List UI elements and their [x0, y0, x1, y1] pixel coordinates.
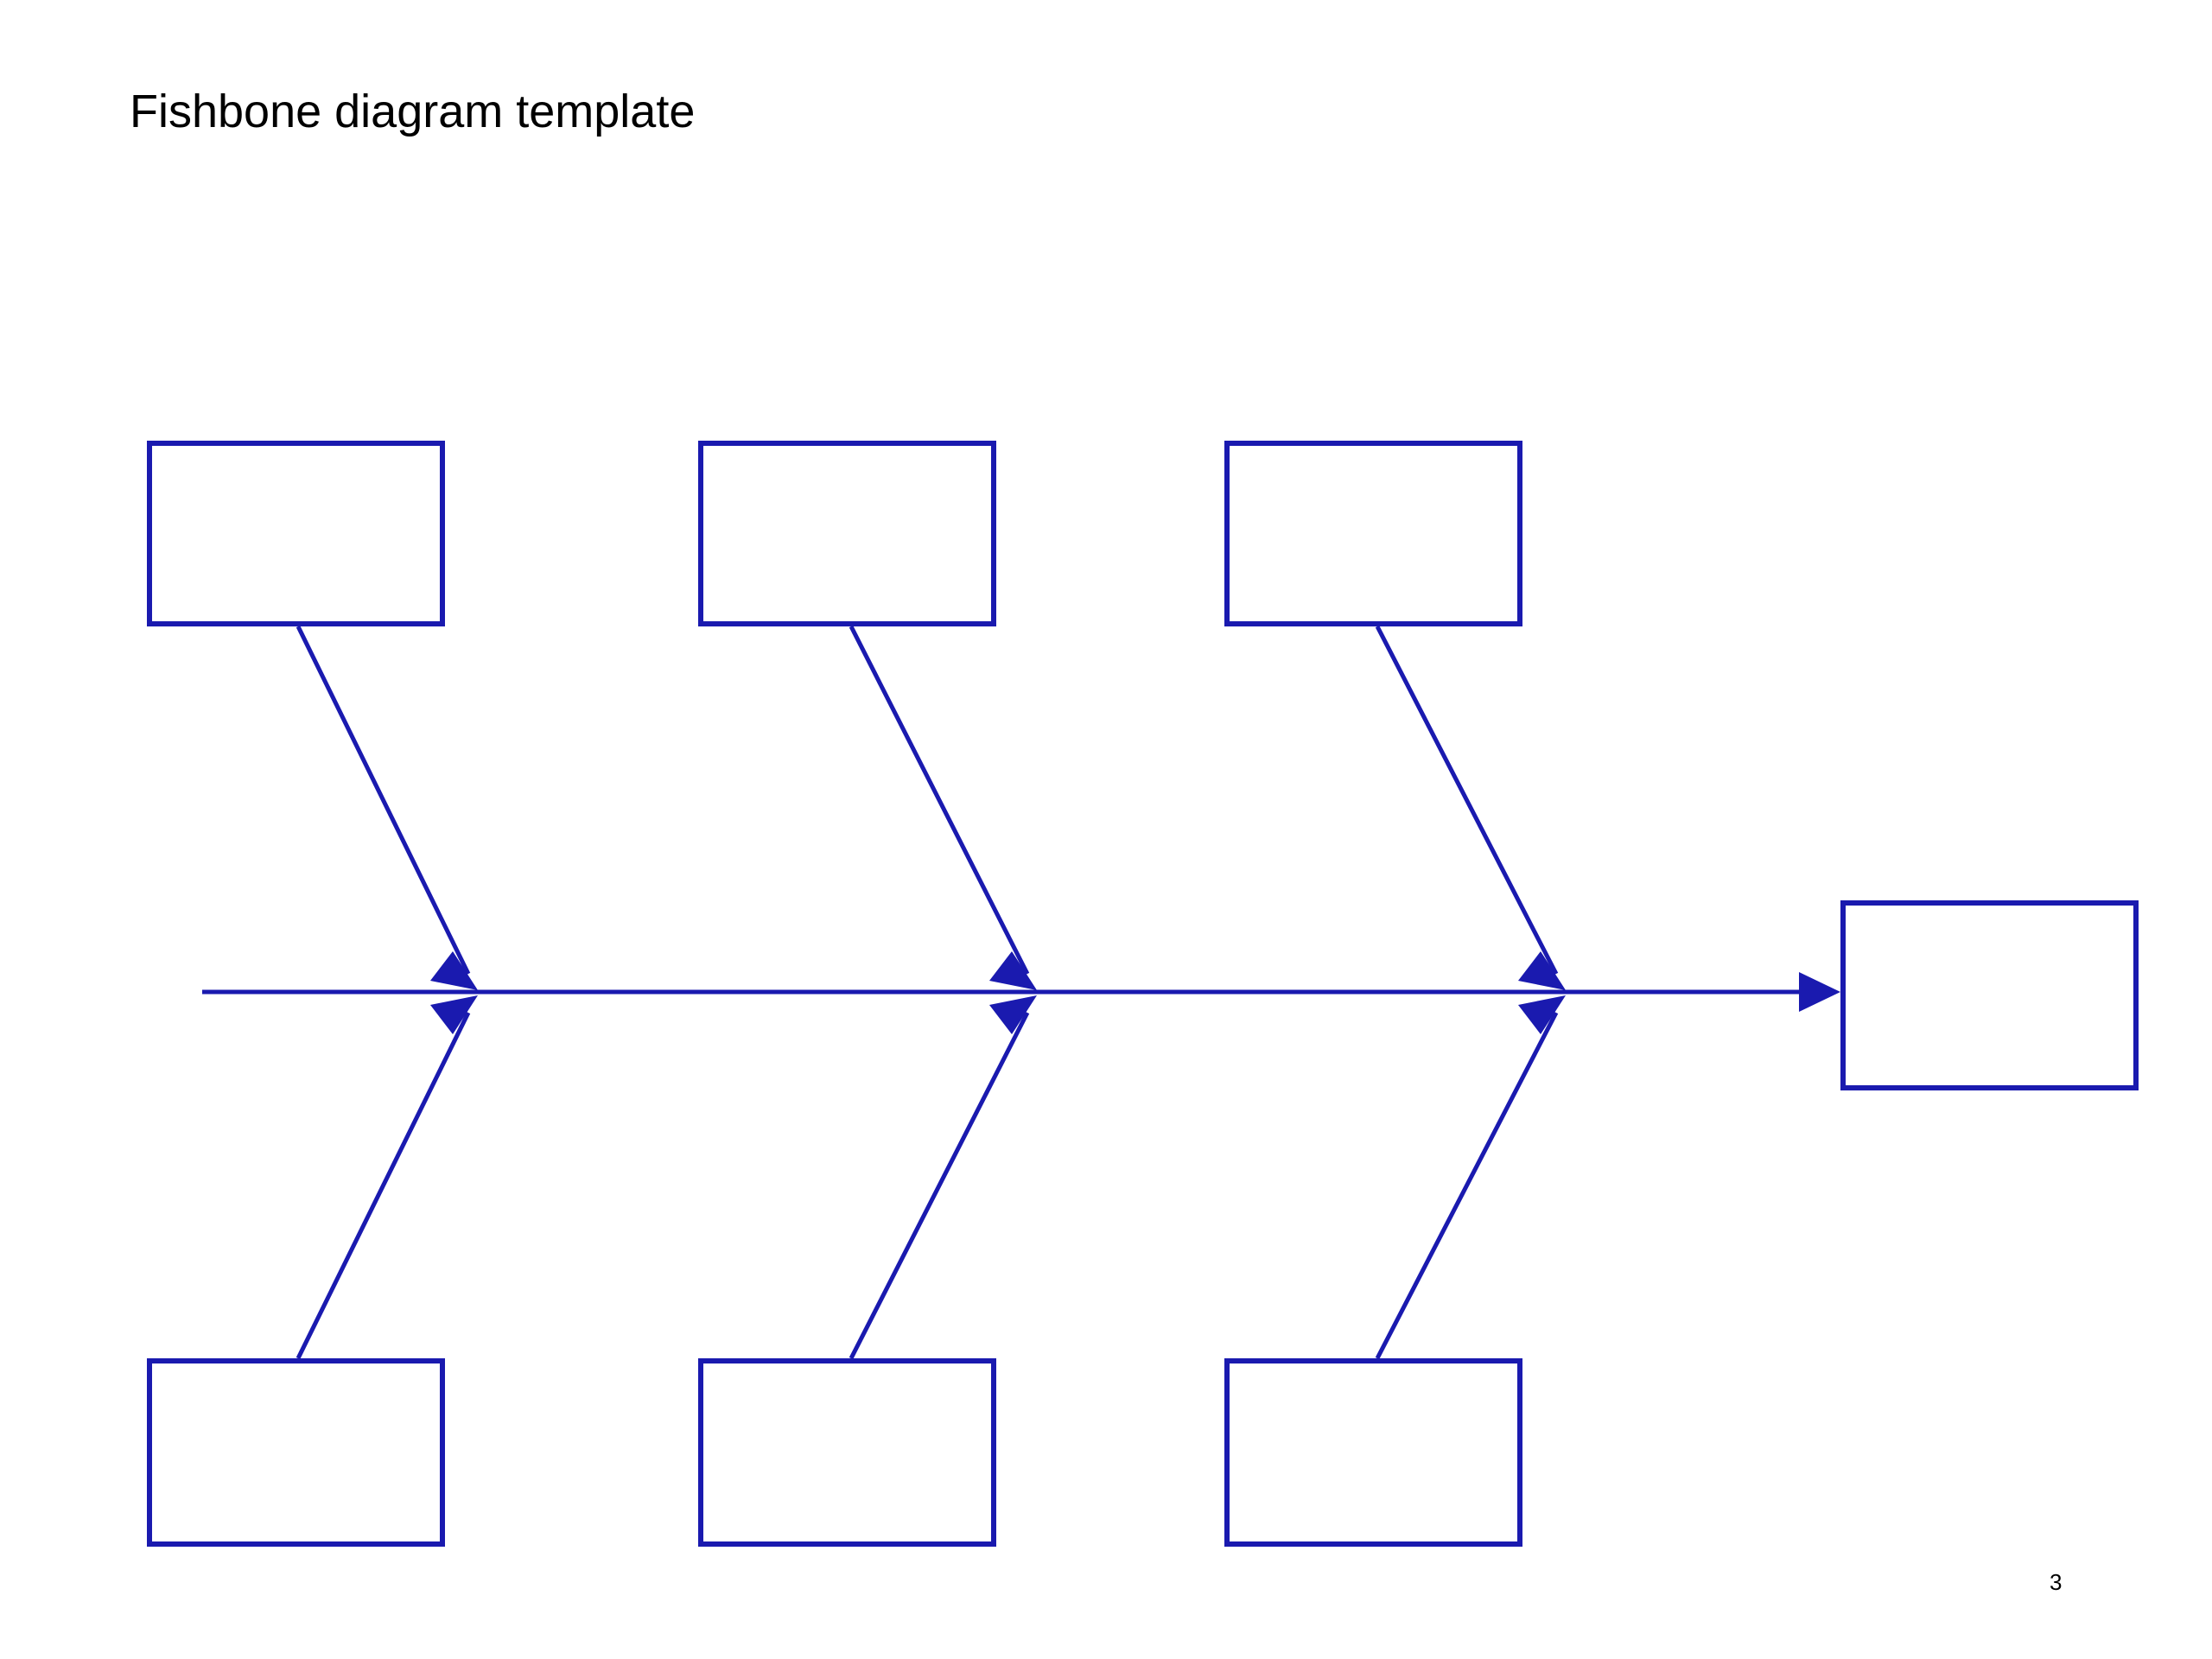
category-box-bottom-1[interactable]	[147, 1358, 445, 1547]
page-number: 3	[2050, 1569, 2063, 1595]
stem-top-3-arrowhead-icon	[1518, 951, 1566, 990]
category-box-top-1[interactable]	[147, 441, 445, 626]
stem-top-3	[1375, 625, 1566, 990]
stem-bottom-3-arrowhead-icon	[1518, 995, 1566, 1034]
stem-bottom-1-arrowhead-icon	[430, 995, 478, 1034]
stem-bottom-2-arrowhead-icon	[989, 995, 1037, 1034]
stem-bottom-1-line	[296, 1011, 471, 1360]
stem-top-1-arrowhead-icon	[430, 951, 478, 990]
stem-top-1	[296, 625, 478, 990]
stem-top-2-arrowhead-icon	[989, 951, 1037, 990]
category-box-bottom-3[interactable]	[1224, 1358, 1522, 1547]
category-box-top-2[interactable]	[698, 441, 996, 626]
stem-bottom-3-line	[1375, 1011, 1559, 1360]
stem-top-3-line	[1375, 625, 1559, 976]
category-box-top-3[interactable]	[1224, 441, 1522, 626]
stem-top-2-line	[849, 625, 1030, 976]
stem-bottom-2	[849, 995, 1037, 1360]
stem-bottom-2-line	[849, 1011, 1030, 1360]
spine-arrowhead-icon	[1799, 972, 1840, 1012]
stem-top-1-line	[296, 625, 471, 976]
effect-head-box[interactable]	[1840, 900, 2139, 1090]
category-box-bottom-2[interactable]	[698, 1358, 996, 1547]
page-title: Fishbone diagram template	[130, 86, 696, 137]
stem-bottom-3	[1375, 995, 1566, 1360]
spine-group	[202, 972, 1840, 1012]
stem-bottom-1	[296, 995, 478, 1360]
stem-top-2	[849, 625, 1037, 990]
